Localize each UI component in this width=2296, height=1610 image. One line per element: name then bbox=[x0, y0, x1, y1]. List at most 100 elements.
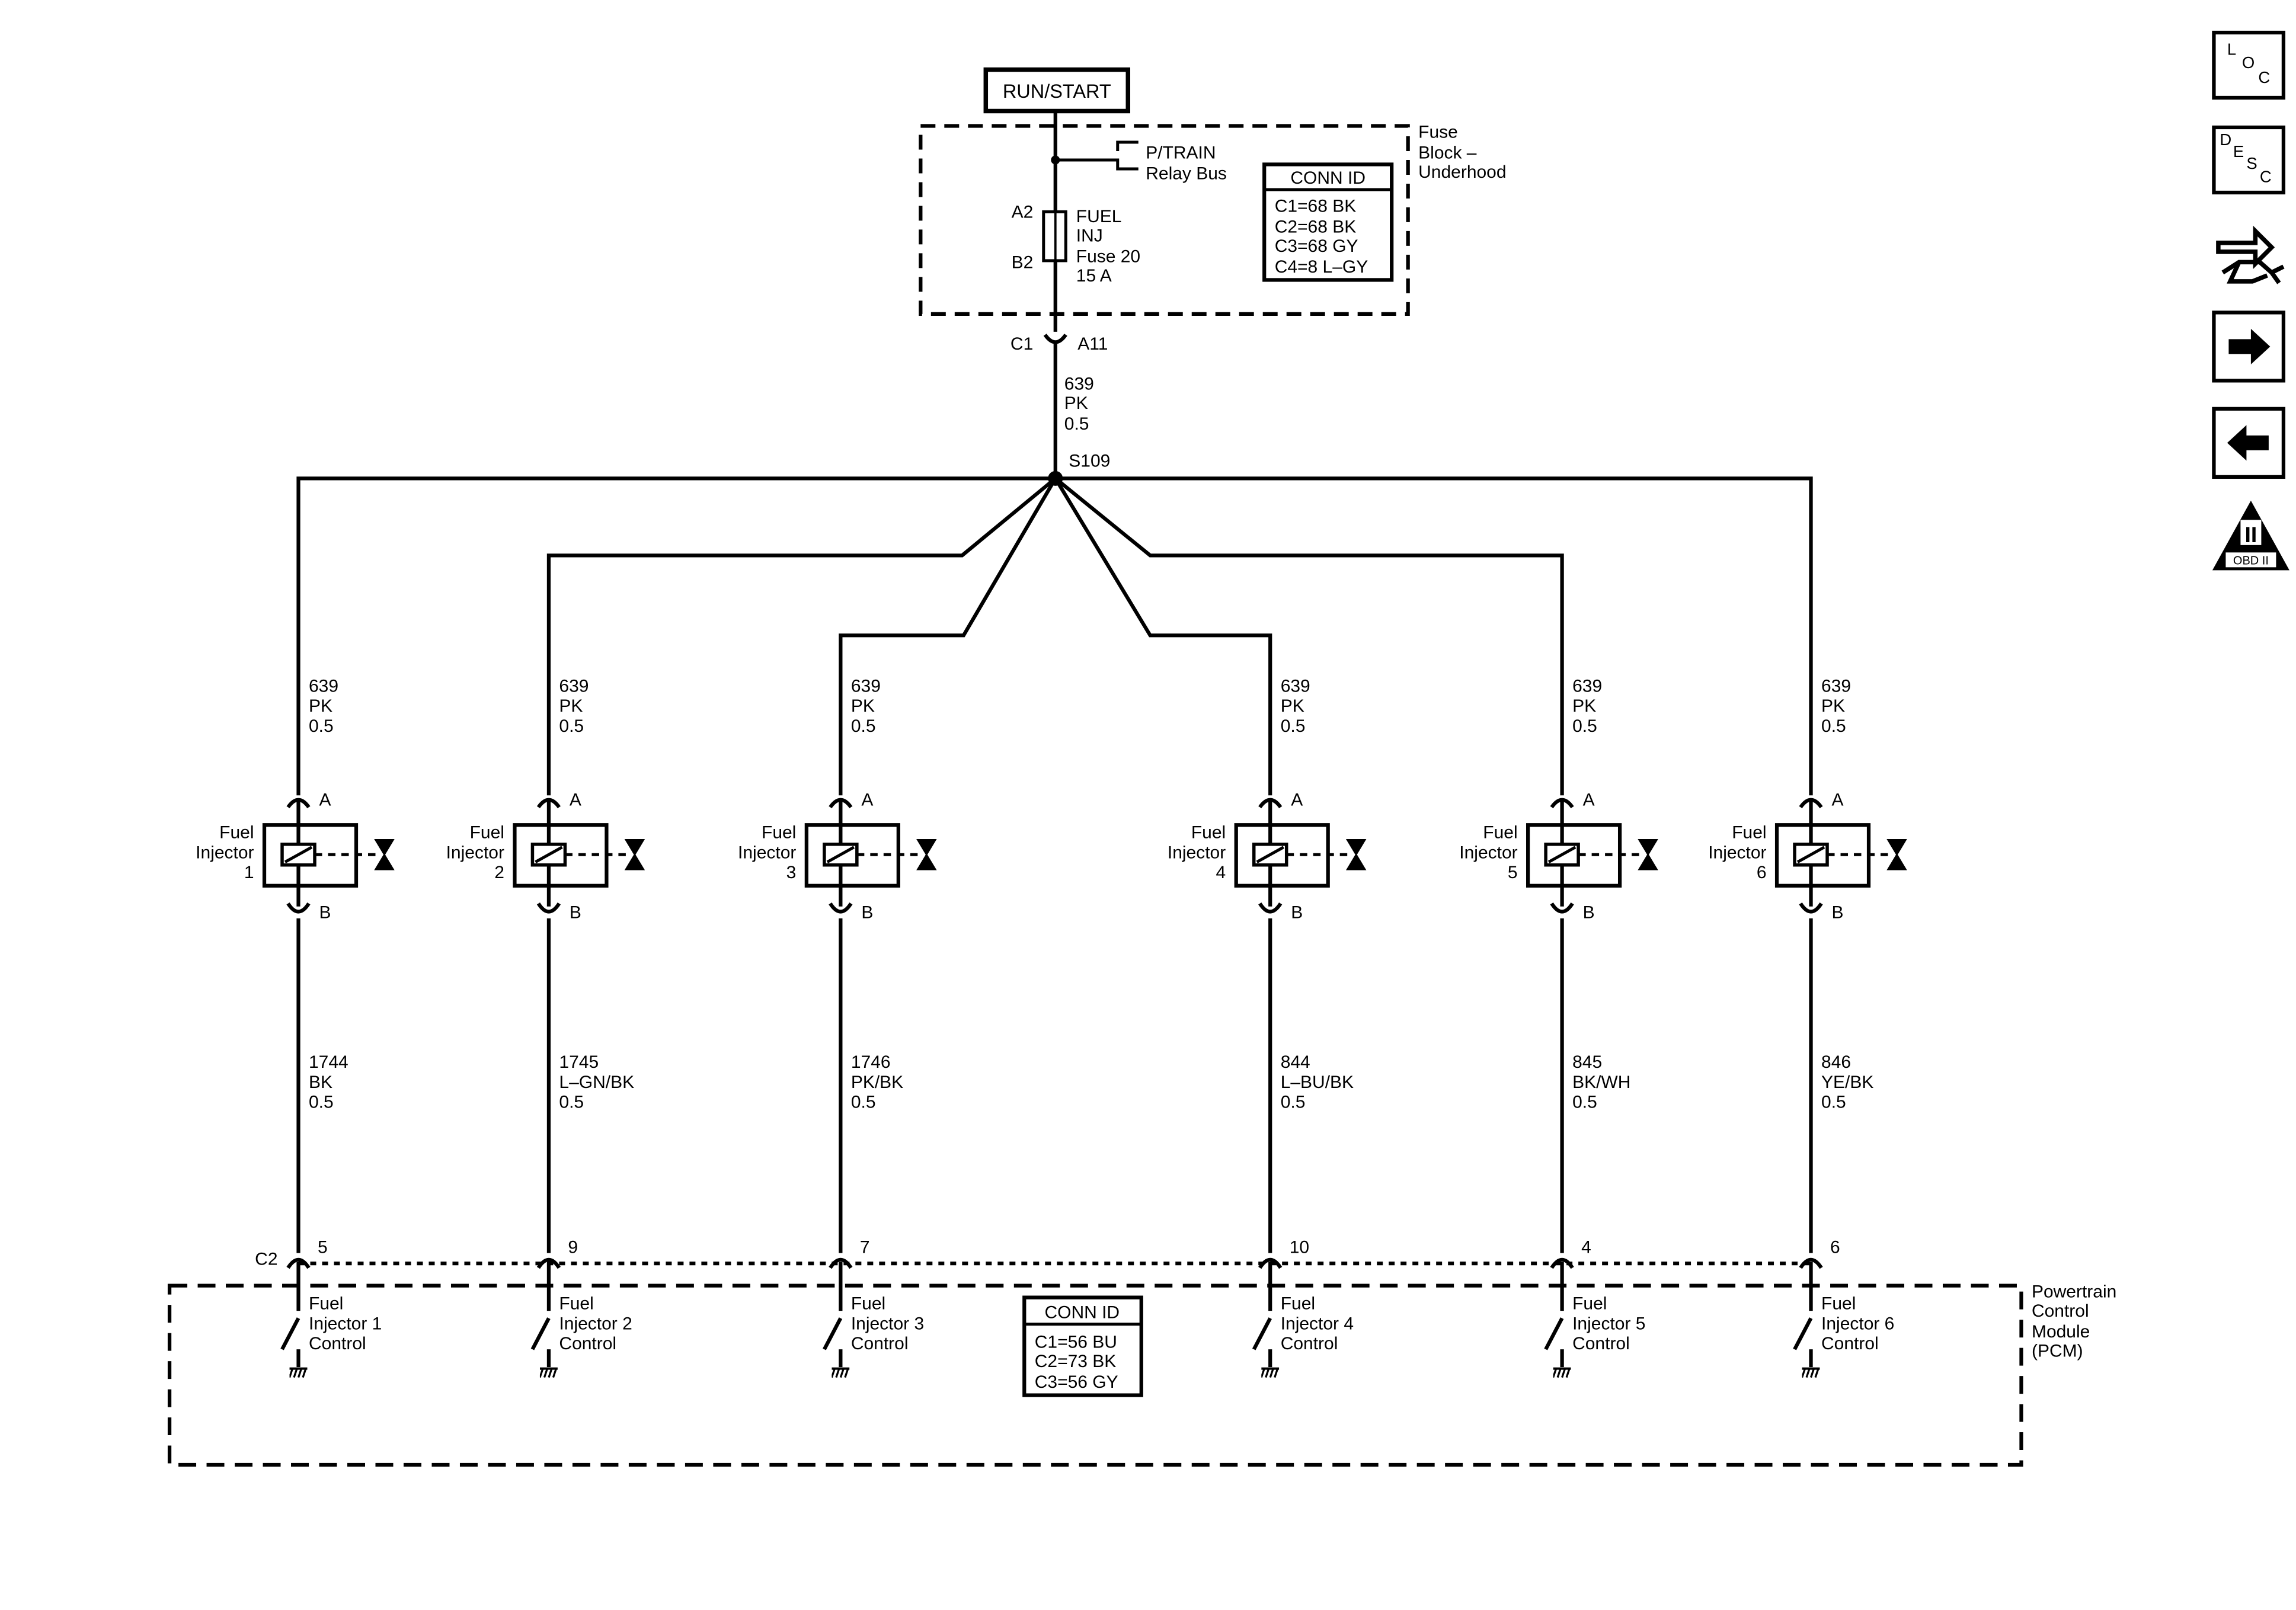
svg-text:OBD II: OBD II bbox=[2233, 554, 2269, 567]
injector-5-pin-a: A bbox=[1583, 790, 1595, 810]
pcm-module-box bbox=[167, 1283, 2023, 1467]
injector-1-pin-b: B bbox=[319, 903, 331, 923]
pcm-pin-number-4: 10 bbox=[1290, 1238, 1309, 1257]
ground-icon bbox=[1261, 1367, 1280, 1379]
splice-label: S109 bbox=[1069, 451, 1110, 470]
pcm-name: Powertrain Control Module (PCM) bbox=[2032, 1282, 2122, 1361]
pcm-pin-number-1: 5 bbox=[318, 1238, 328, 1257]
injector-3-pin-a: A bbox=[861, 790, 873, 810]
feed-wire-label: 639 PK 0.5 bbox=[1064, 374, 1099, 433]
injector-3-pin-b-connector bbox=[829, 902, 853, 914]
injector-5-pin-b-connector bbox=[1550, 902, 1574, 914]
injector-2-valve-icon bbox=[624, 838, 645, 870]
injector-6-pin-b: B bbox=[1832, 903, 1844, 923]
pcm-pin-number-3: 7 bbox=[860, 1238, 870, 1257]
injector-3-valve-icon bbox=[916, 838, 937, 870]
pcm-pin-number-2: 9 bbox=[568, 1238, 578, 1257]
injector-5-valve-icon bbox=[1638, 838, 1658, 870]
fuse-label: FUEL INJ Fuse 20 15 A bbox=[1076, 207, 1146, 286]
run-start-text: RUN/START bbox=[1003, 81, 1111, 102]
fuse-block-name: Fuse Block – Underhood bbox=[1418, 122, 1506, 181]
previous-arrow-icon[interactable] bbox=[2212, 406, 2286, 479]
svg-text:CONN ID: CONN ID bbox=[1044, 1303, 1120, 1323]
svg-text:D: D bbox=[2220, 130, 2231, 149]
pcm-connector-c2: C2 bbox=[255, 1250, 277, 1269]
injector-4-driver-switch bbox=[1252, 1317, 1272, 1350]
run-start-power-label: RUN/START bbox=[983, 67, 1131, 114]
svg-text:C: C bbox=[2258, 68, 2270, 87]
ground-icon bbox=[289, 1367, 308, 1379]
pcm-conn-id: CONN ID C1=56 BU C2=73 BK C3=56 GY bbox=[1022, 1295, 1143, 1397]
injector-4-pin-b: B bbox=[1291, 903, 1303, 923]
svg-text:CONN ID: CONN ID bbox=[1290, 168, 1366, 188]
injector-6-driver-switch bbox=[1793, 1317, 1813, 1350]
injector-5-driver-switch bbox=[1544, 1317, 1564, 1350]
svg-text:L: L bbox=[2227, 40, 2236, 58]
splice-fan-out-wires bbox=[296, 476, 1813, 796]
injector-2-driver-switch bbox=[530, 1317, 551, 1350]
desc-button-icon[interactable]: D E S C bbox=[2212, 125, 2286, 195]
c1-connector-symbol bbox=[1043, 333, 1067, 344]
injector-6-valve-icon bbox=[1886, 838, 1907, 870]
svg-text:II: II bbox=[2244, 522, 2257, 547]
injector-3-driver-switch bbox=[823, 1317, 843, 1350]
next-arrow-icon[interactable] bbox=[2212, 311, 2286, 383]
relay-bus-label: P/TRAIN Relay Bus bbox=[1146, 143, 1227, 183]
pcm-pin-5-connector bbox=[1550, 1257, 1574, 1269]
injector-4-body bbox=[1234, 823, 1330, 888]
fuse-block-conn-id: CONN ID C1=68 BK C2=68 BK C3=68 GY C4=8 … bbox=[1262, 162, 1394, 282]
injector-1-driver-switch bbox=[280, 1317, 300, 1350]
fuse-pin-b2: B2 bbox=[1012, 252, 1034, 272]
injector-4-pin-b-connector bbox=[1258, 902, 1283, 914]
injector-4-pin-a: A bbox=[1291, 790, 1303, 810]
svg-text:C1=68 BK C2=68 BK: C1=68 BK C2=68 BK C3=68 GY C4=8 L–GY bbox=[1275, 196, 1368, 276]
injector-1-valve-icon bbox=[374, 838, 395, 870]
obd-ii-icon[interactable]: II OBD II bbox=[2212, 500, 2289, 571]
injector-2-pin-a: A bbox=[570, 790, 581, 810]
injector-4-valve-icon bbox=[1345, 838, 1367, 870]
pcm-pin-number-6: 6 bbox=[1830, 1238, 1840, 1257]
relay-bus-wire bbox=[1055, 158, 1139, 171]
wrench-arrow-icon[interactable] bbox=[2216, 225, 2285, 284]
ground-icon bbox=[832, 1367, 850, 1379]
pcm-pin-number-5: 4 bbox=[1581, 1238, 1591, 1257]
injector-1-pin-b-connector bbox=[286, 902, 311, 914]
pcm-pin-3-connector bbox=[829, 1257, 853, 1269]
injector-1-pin-a: A bbox=[319, 790, 331, 810]
loc-button-icon[interactable]: L O C bbox=[2212, 30, 2286, 100]
svg-text:O: O bbox=[2242, 53, 2255, 72]
ground-icon bbox=[1553, 1367, 1571, 1379]
pcm-pin-1-connector bbox=[286, 1257, 311, 1269]
injector-6-pin-a: A bbox=[1832, 790, 1844, 810]
c1-label: C1 bbox=[1011, 334, 1033, 354]
ground-icon bbox=[1802, 1367, 1820, 1379]
fuse-block-underhood bbox=[919, 124, 1410, 316]
svg-text:C1=56 BU C2=73 BK: C1=56 BU C2=73 BK C3=56 GY bbox=[1035, 1333, 1123, 1392]
